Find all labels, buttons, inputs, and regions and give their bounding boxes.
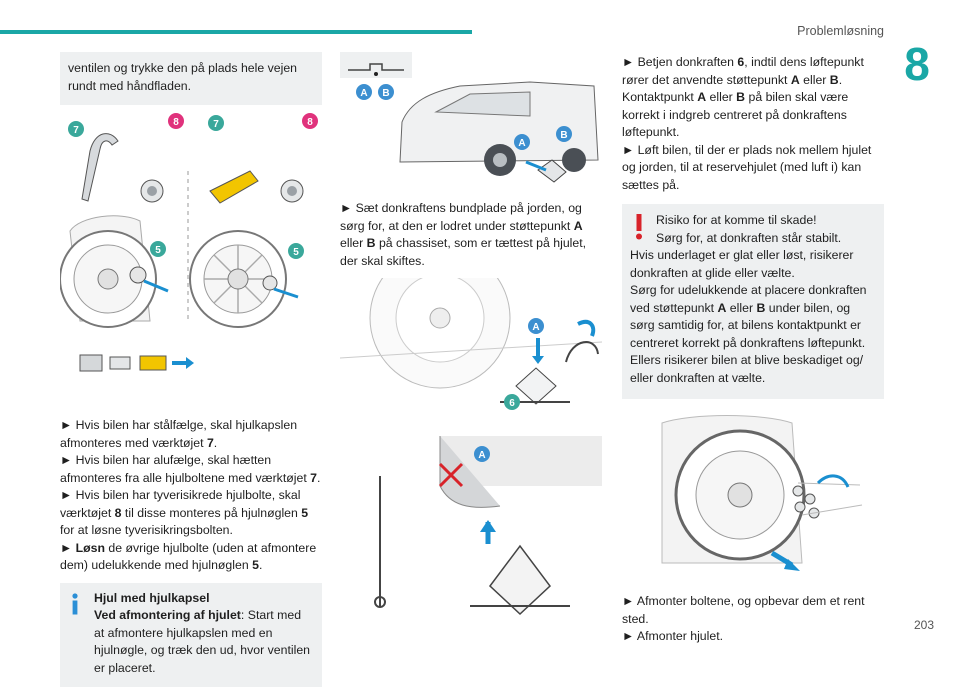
bullet-steel-rim: ► Hvis bilen har stålfælge, skal hjulkap… [60, 417, 322, 452]
intro-box: ventilen og trykke den på plads hele vej… [60, 52, 322, 105]
warning-exclamation-icon [635, 214, 643, 240]
callout-badge-a-closeup: A [474, 446, 490, 462]
callout-badge-8-right: 8 [302, 113, 318, 129]
callout-badge-5-right: 5 [288, 243, 304, 259]
callout-badge-b-top: B [378, 84, 394, 100]
svg-text:6: 6 [509, 398, 515, 409]
section-title: Problemløsning [797, 24, 884, 38]
svg-text:5: 5 [293, 247, 299, 258]
svg-text:A: A [478, 450, 485, 461]
instruction-list-left: ► Hvis bilen har stålfælge, skal hjulkap… [60, 417, 322, 575]
column-right: ► Betjen donkraften 6, indtil dens løfte… [622, 52, 884, 646]
callout-badge-7-left: 7 [68, 121, 84, 137]
warning-box: Risiko for at komme til skade! Sørg for,… [622, 204, 884, 399]
svg-text:A: A [532, 322, 539, 333]
callout-badge-b-van: B [556, 126, 572, 142]
svg-text:A: A [360, 88, 367, 99]
jack-closeup-illustration: A [340, 436, 602, 616]
svg-text:8: 8 [307, 117, 313, 128]
wheel-tools-illustration: 7 8 7 8 5 5 [60, 111, 322, 341]
info-title: Hjul med hjulkapsel [94, 591, 209, 605]
info-icon [70, 593, 80, 615]
header-accent-bar [0, 30, 472, 34]
instruction-jack-placement: ► Sæt donkraftens bundplade på jorden, o… [340, 200, 602, 270]
column-middle: A B A B ► Sæt donkraftens bundplade på j… [340, 52, 602, 616]
svg-text:A: A [518, 138, 525, 149]
chapter-number: 8 [896, 38, 938, 90]
wheel-removal-illustration [622, 413, 884, 583]
van-support-points-illustration: A B A B [340, 52, 602, 192]
column-left: ventilen og trykke den på plads hele vej… [60, 52, 322, 687]
bullet-loosen: ► Løsn de øvrige hjulbolte (uden at afmo… [60, 540, 322, 575]
svg-text:5: 5 [155, 245, 161, 256]
bullet-operate-jack: ► Betjen donkraften 6, indtil dens løfte… [622, 54, 884, 142]
callout-badge-a-jack: A [528, 318, 544, 334]
bullet-remove-wheel: ► Afmonter hjulet. [622, 628, 884, 646]
svg-text:7: 7 [73, 125, 79, 136]
svg-text:7: 7 [213, 119, 219, 130]
intro-text: ventilen og trykke den på plads hele vej… [68, 61, 297, 93]
info-lead: Ved afmontering af hjulet [94, 608, 241, 622]
callout-badge-7-right: 7 [208, 115, 224, 131]
callout-badge-8-left: 8 [168, 113, 184, 129]
bullet-remove-bolts: ► Afmonter boltene, og opbevar dem et re… [622, 593, 884, 628]
callout-badge-a-van: A [514, 134, 530, 150]
svg-text:8: 8 [173, 117, 179, 128]
bullet-alu-rim: ► Hvis bilen har alufælge, skal hætten a… [60, 452, 322, 487]
instruction-list-bottom: ► Afmonter boltene, og opbevar dem et re… [622, 593, 884, 646]
callout-badge-a-top: A [356, 84, 372, 100]
jack-under-wheel-illustration: A 6 [340, 278, 602, 416]
warning-body: Hvis underlaget er glat eller løst, risi… [630, 247, 876, 387]
callout-badge-5-left: 5 [150, 241, 166, 257]
warning-header: Risiko for at komme til skade! Sørg for,… [630, 212, 876, 247]
anti-theft-tool-illustration [60, 343, 322, 383]
callout-badge-6-jack: 6 [504, 394, 520, 410]
svg-text:B: B [382, 88, 389, 99]
svg-text:B: B [560, 130, 567, 141]
bullet-lift-car: ► Løft bilen, til der er plads nok melle… [622, 142, 884, 195]
instruction-list-right: ► Betjen donkraften 6, indtil dens løfte… [622, 52, 884, 194]
page-number: 203 [914, 618, 934, 632]
info-box-hubcap: Hjul med hjulkapsel Ved afmontering af h… [60, 583, 322, 687]
bullet-anti-theft: ► Hvis bilen har tyverisikrede hjulbolte… [60, 487, 322, 540]
